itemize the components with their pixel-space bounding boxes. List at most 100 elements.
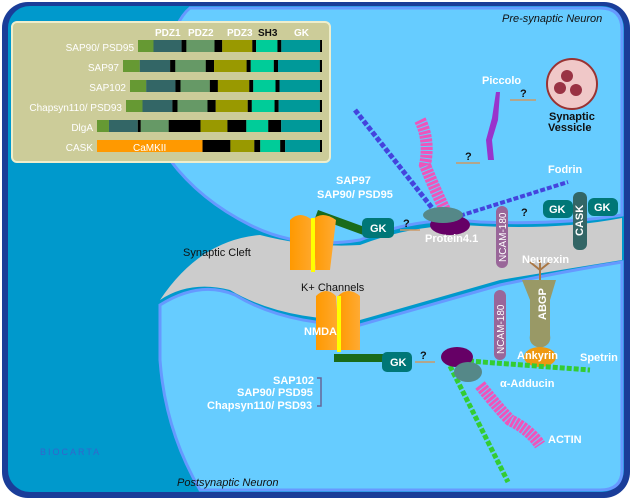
ankyrin xyxy=(524,347,556,367)
legend-domain-segment xyxy=(253,80,276,92)
legend-domain-segment xyxy=(320,120,322,132)
adducin-label: α-Adducin xyxy=(500,378,555,390)
legend-domain-segment xyxy=(250,60,274,72)
alpha-adducin xyxy=(454,362,482,382)
synaptic-vessicle-label: Synaptic xyxy=(549,111,595,123)
legend-domain-segment xyxy=(278,100,320,112)
legend-domain-segment xyxy=(207,100,216,112)
legend-domain-segment xyxy=(172,100,178,112)
cask-protein xyxy=(573,192,587,250)
legend-domain-segment xyxy=(268,120,282,132)
legend-domain-segment xyxy=(278,60,320,72)
legend-domain-segment xyxy=(222,40,253,52)
postsynaptic-neuron xyxy=(158,260,624,492)
gk-label: GK xyxy=(370,223,387,235)
legend-domain-segment xyxy=(108,120,138,132)
legend-domain-segment xyxy=(277,40,282,52)
sap90-label: SAP90/ PSD95 xyxy=(317,189,393,201)
ncam180-lower xyxy=(494,290,506,360)
legend-domain-segment xyxy=(227,120,247,132)
legend-domain-segment xyxy=(168,120,201,132)
question-mark: ? xyxy=(521,207,528,219)
cask-gk-left xyxy=(543,200,573,218)
legend-domain-segment xyxy=(214,60,247,72)
ankyrin-label: Ankyrin xyxy=(517,350,558,362)
sap90-label-post: SAP90/ PSD95 xyxy=(237,387,313,399)
ncam-label-upper: NCAM-180 xyxy=(498,212,509,262)
legend-domain-segment xyxy=(209,80,218,92)
chapsyn-label: Chapsyn110/ PSD93 xyxy=(207,400,312,412)
neurexin-label: Neurexin xyxy=(522,254,569,266)
legend-domain-segment xyxy=(281,120,321,132)
legend-domain-segment xyxy=(249,80,254,92)
legend-domain-segment xyxy=(146,80,176,92)
domain-header-sh3: SH3 xyxy=(258,28,278,39)
sap102-label: SAP102 xyxy=(273,375,314,387)
legend-domain-segment xyxy=(97,120,109,132)
synaptic-vessicle: Synaptic Vessicle xyxy=(546,58,598,134)
question-mark: ? xyxy=(465,151,472,163)
legend-domain-segment xyxy=(281,40,321,52)
legend-domain-segment xyxy=(180,80,210,92)
piccolo-label: Piccolo xyxy=(482,75,521,87)
legend-domain-segment xyxy=(175,80,181,92)
legend-domain-segment xyxy=(319,80,322,92)
biocarta-logo: BIOCARTA xyxy=(40,447,101,457)
nmda-pdz-chain xyxy=(334,354,384,362)
legend-domain-segment xyxy=(319,100,322,112)
camkii-label: CaMKII xyxy=(133,143,166,154)
bracket xyxy=(317,377,322,407)
legend-protein-name: SAP102 xyxy=(89,83,126,94)
piccolo: Piccolo xyxy=(482,75,521,160)
spetrin-label: Spetrin xyxy=(580,352,618,364)
neurexin xyxy=(529,260,551,280)
legend-domain-segment xyxy=(177,100,208,112)
domain-header-gk: GK xyxy=(294,28,310,39)
legend-protein-name: SAP90/ PSD95 xyxy=(66,43,135,54)
legend-domain-segment xyxy=(140,120,169,132)
sap97-label: SAP97 xyxy=(336,175,371,187)
adducin-base xyxy=(441,347,473,367)
legend-domain-segment xyxy=(230,140,255,152)
legend-protein-name: CASK xyxy=(66,143,94,154)
question-mark: ? xyxy=(420,350,427,362)
legend-protein-name: DlgA xyxy=(71,123,93,134)
legend-domain-segment xyxy=(256,40,278,52)
legend-domain-segment xyxy=(123,60,140,72)
legend-protein-name: SAP97 xyxy=(88,63,120,74)
legend-domain-segment xyxy=(126,100,143,112)
legend-domain-segment xyxy=(181,40,187,52)
legend-domain-segment xyxy=(260,140,281,152)
ncam180-upper xyxy=(496,206,508,268)
legend-protein-name: Chapsyn110/ PSD93 xyxy=(29,103,122,114)
legend-domain-segment xyxy=(273,60,279,72)
legend-domain-segment xyxy=(252,40,257,52)
legend-domain-segment xyxy=(175,60,206,72)
legend-domain-segment xyxy=(205,60,215,72)
legend-domain-segment xyxy=(320,140,322,152)
legend-domain-segment xyxy=(275,80,280,92)
gk-label: GK xyxy=(390,357,407,369)
cask-label: CASK xyxy=(574,205,586,236)
synaptic-cleft-label: Synaptic Cleft xyxy=(183,247,251,259)
nmda-label: NMDA xyxy=(304,326,337,338)
actin-label: ACTIN xyxy=(548,434,582,446)
protein41-label: Protein4.1 xyxy=(425,233,478,245)
legend-domain-segment xyxy=(200,120,228,132)
synaptic-vessicle-label-2: Vessicle xyxy=(548,122,591,134)
domain-legend: PDZ1 PDZ2 PDZ3 SH3 GK SAP90/ PSD95SAP97S… xyxy=(11,21,331,163)
legend-domain-segment xyxy=(246,120,269,132)
question-mark: ? xyxy=(520,88,527,100)
legend-domain-segment xyxy=(142,100,173,112)
abgp-label: ABGP xyxy=(537,288,549,320)
spetrin-chain-2 xyxy=(447,364,511,484)
cask-gk-right xyxy=(588,198,618,216)
actin-filament-blue xyxy=(353,108,442,220)
legend-domain-segment xyxy=(153,40,182,52)
legend-domain-segment xyxy=(217,80,250,92)
legend-domain-segment xyxy=(254,140,261,152)
legend-domain-segment xyxy=(280,140,286,152)
legend-domain-segment xyxy=(130,80,147,92)
postsynaptic-label: Postsynaptic Neuron xyxy=(177,477,279,489)
